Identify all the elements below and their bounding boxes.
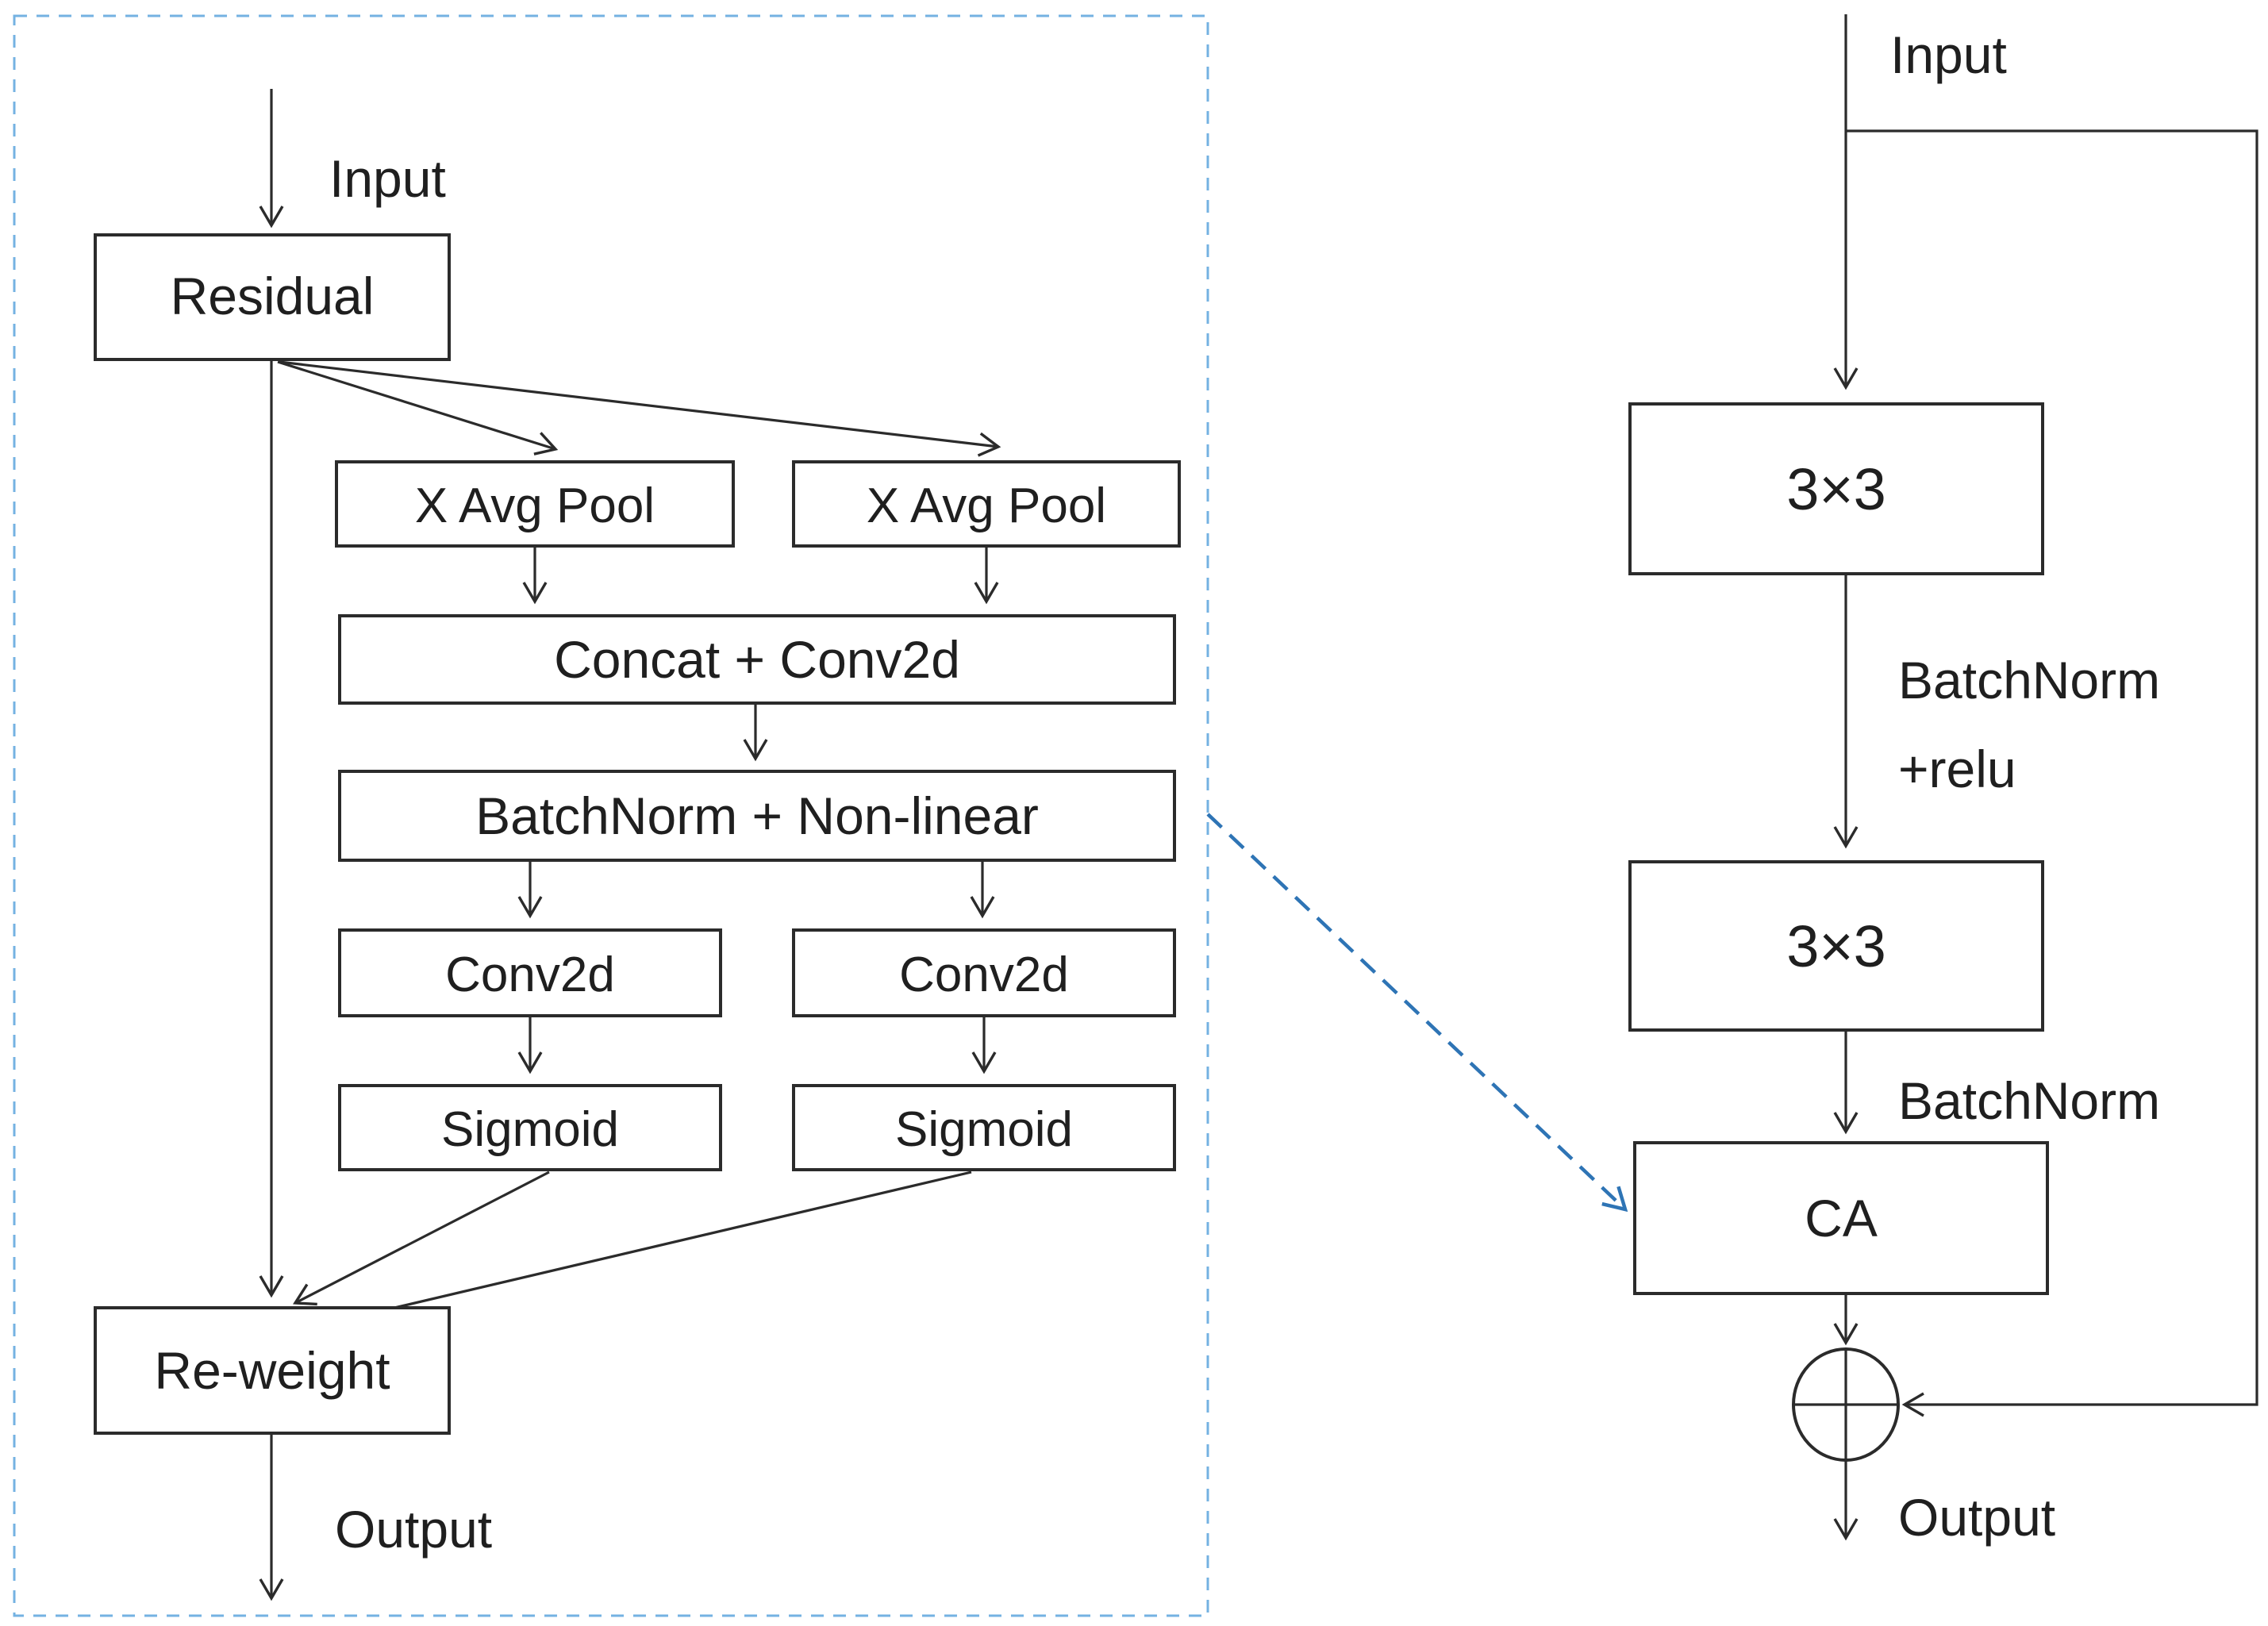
batchnorm-label: BatchNorm — [1898, 1071, 2160, 1130]
concat-conv2d-box — [338, 614, 1176, 705]
sigmoid-left-box — [338, 1084, 722, 1171]
arrow-sigmoid-left-to-reweight — [293, 1170, 550, 1306]
sum-add-icon — [1792, 1347, 1900, 1462]
input-label-right: Input — [1890, 25, 2007, 84]
reweight-box — [94, 1306, 451, 1435]
arrow-residual-to-xpool-right — [279, 360, 1001, 457]
arrow-sigmoid-right-to-reweight — [310, 1170, 972, 1335]
sigmoid-right-box — [792, 1084, 1176, 1171]
conv2d-right-box — [792, 928, 1176, 1017]
arrow-residual-to-xpool-left — [277, 360, 559, 456]
conv1-box — [1628, 402, 2044, 575]
ca-module-dashed-border — [13, 14, 1209, 1617]
x-avg-pool-left-box — [335, 460, 735, 548]
x-avg-pool-right-box — [792, 460, 1181, 548]
output-label-right: Output — [1898, 1488, 2055, 1547]
ca-box — [1633, 1141, 2049, 1295]
residual-block-diagram: Input 3×3 BatchNorm +relu 3×3 BatchNorm … — [1628, 14, 2258, 1547]
residual-box — [94, 233, 451, 361]
sigmoid-left-label: Sigmoid — [441, 1102, 619, 1157]
input-label-left: Input — [329, 149, 446, 208]
conv1-label: 3×3 — [1786, 456, 1886, 522]
residual-box-label: Residual — [171, 267, 375, 325]
sigmoid-right-label: Sigmoid — [895, 1102, 1073, 1157]
reweight-box-label: Re-weight — [154, 1341, 390, 1400]
ca-box-label: CA — [1805, 1189, 1878, 1247]
zoom-link-dashed-arrow — [1206, 813, 1625, 1209]
ca-module-panel: Input Residual X Avg Pool X Avg Pool Con… — [13, 14, 1209, 1617]
conv2d-right-label: Conv2d — [899, 948, 1069, 1002]
conv2-label: 3×3 — [1786, 913, 1886, 979]
x-avg-pool-right-label: X Avg Pool — [867, 479, 1106, 533]
skip-connection-line — [1846, 129, 2258, 1417]
batchnorm-nonlinear-label: BatchNorm + Non-linear — [475, 786, 1039, 845]
output-label-left: Output — [335, 1500, 492, 1559]
x-avg-pool-left-label: X Avg Pool — [415, 479, 655, 533]
batchnorm-relu-label-line1: BatchNorm — [1898, 651, 2160, 709]
conv2-box — [1628, 860, 2044, 1032]
batchnorm-nonlinear-box — [338, 770, 1176, 862]
concat-conv2d-label: Concat + Conv2d — [554, 630, 960, 689]
batchnorm-relu-label-line2: +relu — [1898, 740, 2016, 798]
conv2d-left-box — [338, 928, 722, 1017]
conv2d-left-label: Conv2d — [445, 948, 615, 1002]
